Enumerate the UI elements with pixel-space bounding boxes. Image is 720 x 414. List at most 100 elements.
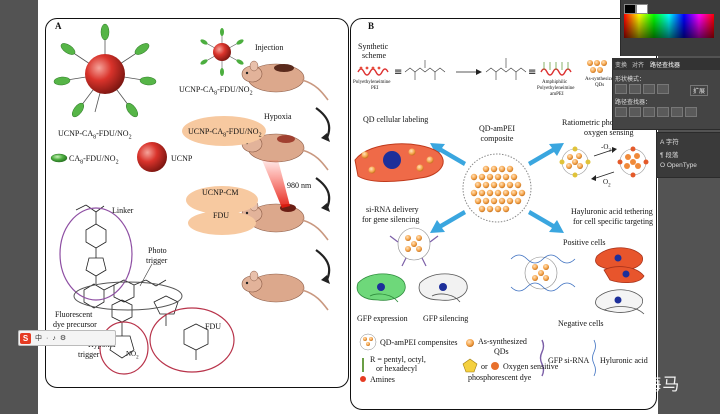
oval3-label: FDU: [213, 211, 230, 220]
qd-dot: [514, 181, 522, 189]
label-no2: NO2: [126, 350, 139, 361]
reaction-arrow: [456, 69, 482, 75]
ampei-structure-icon: [485, 58, 527, 80]
label-gene-silencing: for gene silencing: [362, 215, 420, 224]
blue-arrows: [430, 143, 564, 233]
oxygen-sensor-dark: [559, 146, 591, 178]
label-o2: O2: [603, 178, 611, 189]
minus-back-button[interactable]: [685, 107, 697, 117]
label-trigger-2: trigger: [78, 350, 100, 359]
qd-cluster-icon: [587, 60, 607, 73]
positive-cells: [595, 247, 645, 284]
tab-transform[interactable]: 变换: [615, 63, 628, 69]
legend-hyal-icon: [592, 339, 596, 377]
negative-cells: [595, 289, 645, 315]
qd-dot: [502, 205, 510, 213]
label-oxygen-sensing: oxygen sensing: [584, 128, 634, 137]
exclude-button[interactable]: [657, 84, 669, 94]
qd-dot: [474, 181, 482, 189]
mouse-4: [241, 270, 329, 311]
ucnp-ca8-nanoparticle: [53, 23, 157, 118]
minus-front-button[interactable]: [629, 84, 641, 94]
character-panel-dock[interactable]: [656, 132, 720, 178]
ime-punct-icon[interactable]: ·: [46, 334, 49, 342]
trim-button[interactable]: [629, 107, 641, 117]
label-gfp-silencing: GFP silencing: [423, 314, 469, 323]
label-trigger: trigger: [146, 256, 168, 265]
pathfinder-panel[interactable]: [612, 58, 720, 130]
legend-as-synth-2: QDs: [494, 347, 509, 356]
qd-dot: [470, 189, 478, 197]
panel-b-letter: B: [368, 21, 375, 31]
character-icon: A: [660, 139, 666, 146]
label-fdu: FDU: [205, 322, 222, 331]
oval2-label: UCNP-CM: [202, 188, 239, 197]
panel-a-letter: A: [55, 21, 62, 31]
label-980nm: 980 nm: [287, 181, 312, 190]
qd-dot: [478, 205, 486, 213]
qd-dot: [482, 197, 490, 205]
qd-dot: [498, 181, 506, 189]
qd-dot: [506, 181, 514, 189]
qd-dot: [498, 165, 506, 173]
qd-dot: [486, 205, 494, 213]
label-pei-1: Polyethyleneimine: [353, 80, 391, 85]
expand-button[interactable]: 扩展: [690, 85, 709, 96]
legend-composite-icon: [359, 333, 377, 351]
outline-button[interactable]: [671, 107, 683, 117]
qd-dot: [502, 173, 510, 181]
unite-button[interactable]: [615, 84, 627, 94]
legend-amines: Amines: [370, 375, 395, 384]
qd-dot: [478, 173, 486, 181]
hypoxia-trigger-ellipse: [99, 321, 149, 375]
tab-pathfinder[interactable]: 路径查找器: [650, 63, 681, 69]
dock-item-character[interactable]: A 字符: [660, 139, 679, 146]
crop-button[interactable]: [657, 107, 669, 117]
label-top-mouse-formula: UCNP-CA8-FDU/NO2: [179, 85, 253, 97]
merge-button[interactable]: [643, 107, 655, 117]
sogou-logo-icon[interactable]: S: [20, 332, 31, 344]
labeled-cell-icon: [354, 143, 444, 182]
oval-ucnp-ca8-fdu: [182, 116, 266, 146]
shape-mode-label: 形状模式：: [615, 77, 646, 83]
divide-button[interactable]: [615, 107, 627, 117]
legend-gfp-sirna: GFP si-RNA: [548, 356, 590, 365]
legend-dye-pentagon-icon: [462, 358, 478, 373]
photo-trigger-ellipse: [73, 281, 183, 311]
qd-dot: [518, 189, 526, 197]
label-as-synthesized-qds: As-synthesized: [585, 77, 616, 82]
label-negative-cells: Negative cells: [558, 319, 604, 328]
pei-structure-icon: [404, 60, 446, 80]
label-ucnp: UCNP: [171, 154, 193, 163]
stroke-swatch[interactable]: [636, 4, 648, 14]
ime-toolbar[interactable]: S 中 · ♪ ⚙: [18, 330, 116, 346]
ime-settings-icon[interactable]: ⚙: [59, 335, 67, 342]
ampei-chain-icon: [540, 62, 572, 76]
tab-align[interactable]: 对齐: [632, 63, 645, 69]
fdu-ellipse: [149, 307, 235, 373]
oxygen-sensor-lit: [617, 146, 649, 178]
gfp-silencing-cells: [418, 273, 468, 303]
label-qds: QDs: [595, 83, 605, 88]
dock-item-paragraph[interactable]: ¶ 段落: [660, 152, 679, 159]
legend-as-synth-1: As-synthesized: [478, 337, 527, 346]
ime-mode-chinese[interactable]: 中: [35, 335, 42, 342]
qd-dot: [478, 189, 486, 197]
label-polyethyleneimine: Polyethyleneimine: [537, 86, 575, 91]
qd-dot: [490, 197, 498, 205]
label-qd-cellular: QD cellular labeling: [363, 115, 429, 124]
mouse-2: [241, 130, 329, 171]
qd-ampei-composite: [462, 153, 532, 223]
watermark: 知乎 @刘海马: [566, 375, 681, 395]
qd-dot: [494, 173, 502, 181]
fill-swatch[interactable]: [624, 4, 636, 14]
dock-item-opentype[interactable]: O OpenType: [660, 162, 697, 169]
label-positive-cells: Positive cells: [563, 238, 606, 247]
intersect-button[interactable]: [643, 84, 655, 94]
molecule-structure: [75, 204, 209, 360]
color-spectrum[interactable]: [624, 14, 714, 38]
ime-voice-icon[interactable]: ♪: [52, 334, 56, 342]
